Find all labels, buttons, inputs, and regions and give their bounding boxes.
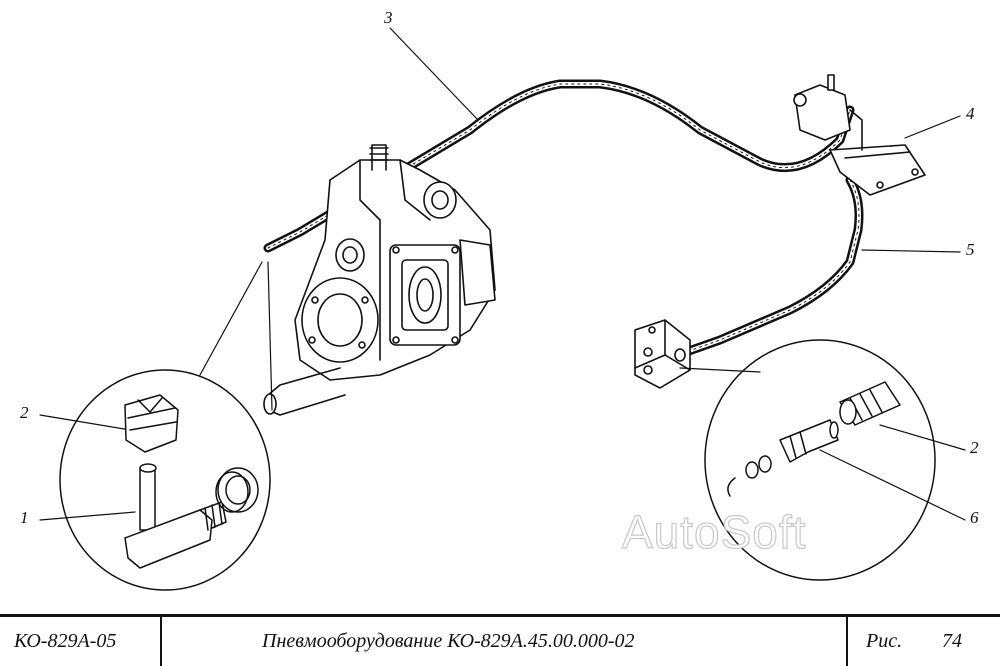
callout-6: 6 bbox=[970, 508, 979, 527]
power-take-off-unit bbox=[263, 144, 496, 416]
callout-3: 3 bbox=[384, 8, 393, 27]
callout-5: 5 bbox=[966, 240, 975, 259]
distribution-block bbox=[634, 319, 691, 389]
callout-1: 1 bbox=[20, 508, 29, 527]
air-tube-secondary bbox=[681, 175, 864, 357]
drawing-code: КО-829А-05 bbox=[14, 630, 117, 652]
callout-2-right: 2 bbox=[970, 438, 979, 457]
callout-4: 4 bbox=[966, 104, 975, 123]
figure-number: 74 bbox=[942, 630, 962, 652]
title-block-divider bbox=[160, 617, 162, 666]
title-block: КО-829А-05 Пневмооборудование КО-829А.45… bbox=[0, 614, 1000, 666]
watermark: AutoSoft bbox=[621, 505, 807, 558]
detail-view-left bbox=[59, 369, 271, 591]
callout-2-left: 2 bbox=[20, 403, 29, 422]
air-tube-main bbox=[263, 79, 855, 253]
drawing-title: Пневмооборудование КО-829А.45.00.000-02 bbox=[262, 630, 635, 652]
detail-view-right bbox=[704, 339, 936, 581]
control-valve-bracket bbox=[793, 74, 926, 196]
leader-lines bbox=[39, 27, 966, 521]
title-block-divider bbox=[846, 617, 848, 666]
figure-label: Рис. bbox=[866, 630, 903, 652]
pneumatic-equipment-drawing bbox=[39, 27, 966, 591]
